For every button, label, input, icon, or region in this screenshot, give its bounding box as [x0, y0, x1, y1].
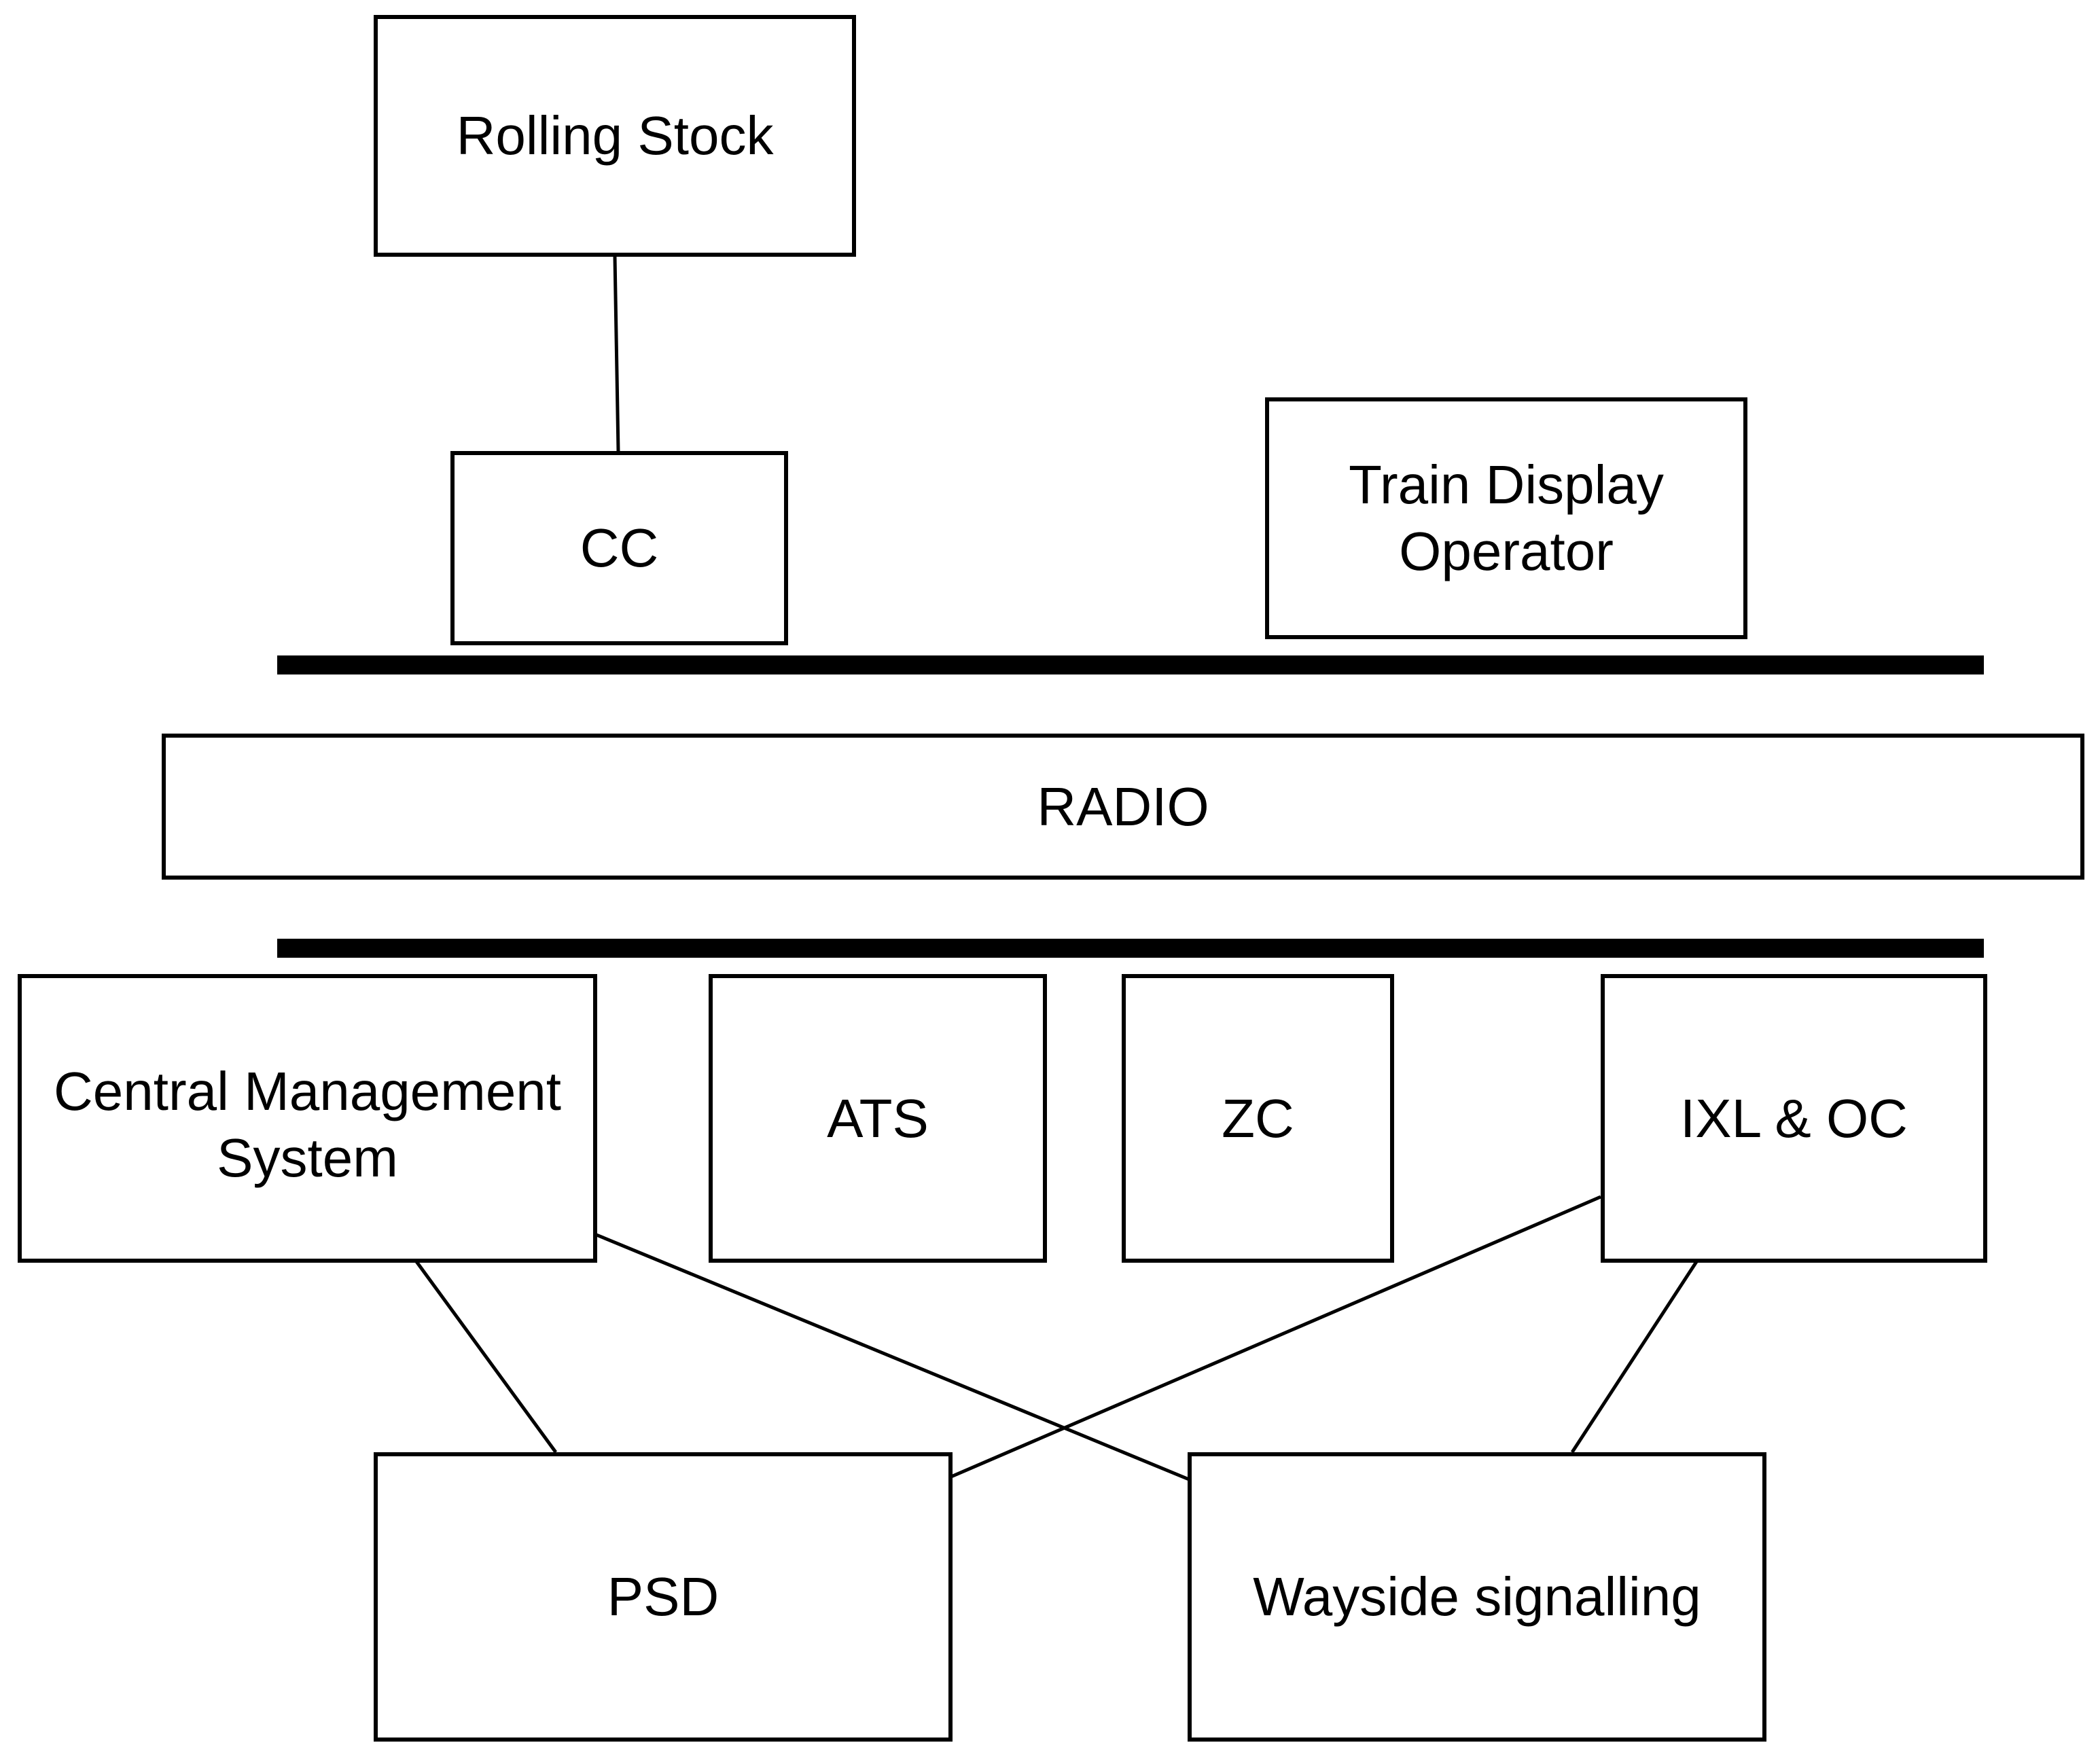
zc-box: ZC: [1122, 974, 1394, 1263]
connector-ixl-psd: [950, 1195, 1601, 1479]
ixl-oc-box: IXL & OC: [1601, 974, 1987, 1263]
wayside-signalling-label: Wayside signalling: [1253, 1566, 1701, 1627]
zc-label: ZC: [1222, 1087, 1294, 1149]
ixl-oc-label: IXL & OC: [1680, 1087, 1908, 1149]
ats-box: ATS: [709, 974, 1047, 1263]
central-management-system-box: Central Management System: [18, 974, 597, 1263]
rolling-stock-label: Rolling Stock: [456, 105, 774, 166]
train-display-operator-label: Train Display Operator: [1349, 454, 1664, 581]
psd-box: PSD: [374, 1452, 953, 1742]
ats-label: ATS: [827, 1087, 929, 1149]
cc-label: CC: [580, 518, 659, 578]
central-management-system-label: Central Management System: [53, 1061, 562, 1188]
cc-box: CC: [450, 451, 788, 645]
rolling-stock-box: Rolling Stock: [374, 15, 856, 257]
train-display-operator-box: Train Display Operator: [1265, 397, 1747, 639]
wayside-signalling-box: Wayside signalling: [1188, 1452, 1766, 1742]
lower-bus-line: [277, 939, 1984, 958]
connector-cms-wayside: [596, 1233, 1190, 1481]
radio-box: RADIO: [162, 734, 2084, 880]
connector-rollingstock-cc: [613, 256, 620, 452]
connector-cms-psd: [414, 1259, 558, 1454]
connector-ixl-wayside: [1570, 1259, 1699, 1454]
psd-label: PSD: [607, 1566, 719, 1627]
radio-label: RADIO: [1037, 776, 1209, 837]
upper-bus-line: [277, 655, 1984, 674]
